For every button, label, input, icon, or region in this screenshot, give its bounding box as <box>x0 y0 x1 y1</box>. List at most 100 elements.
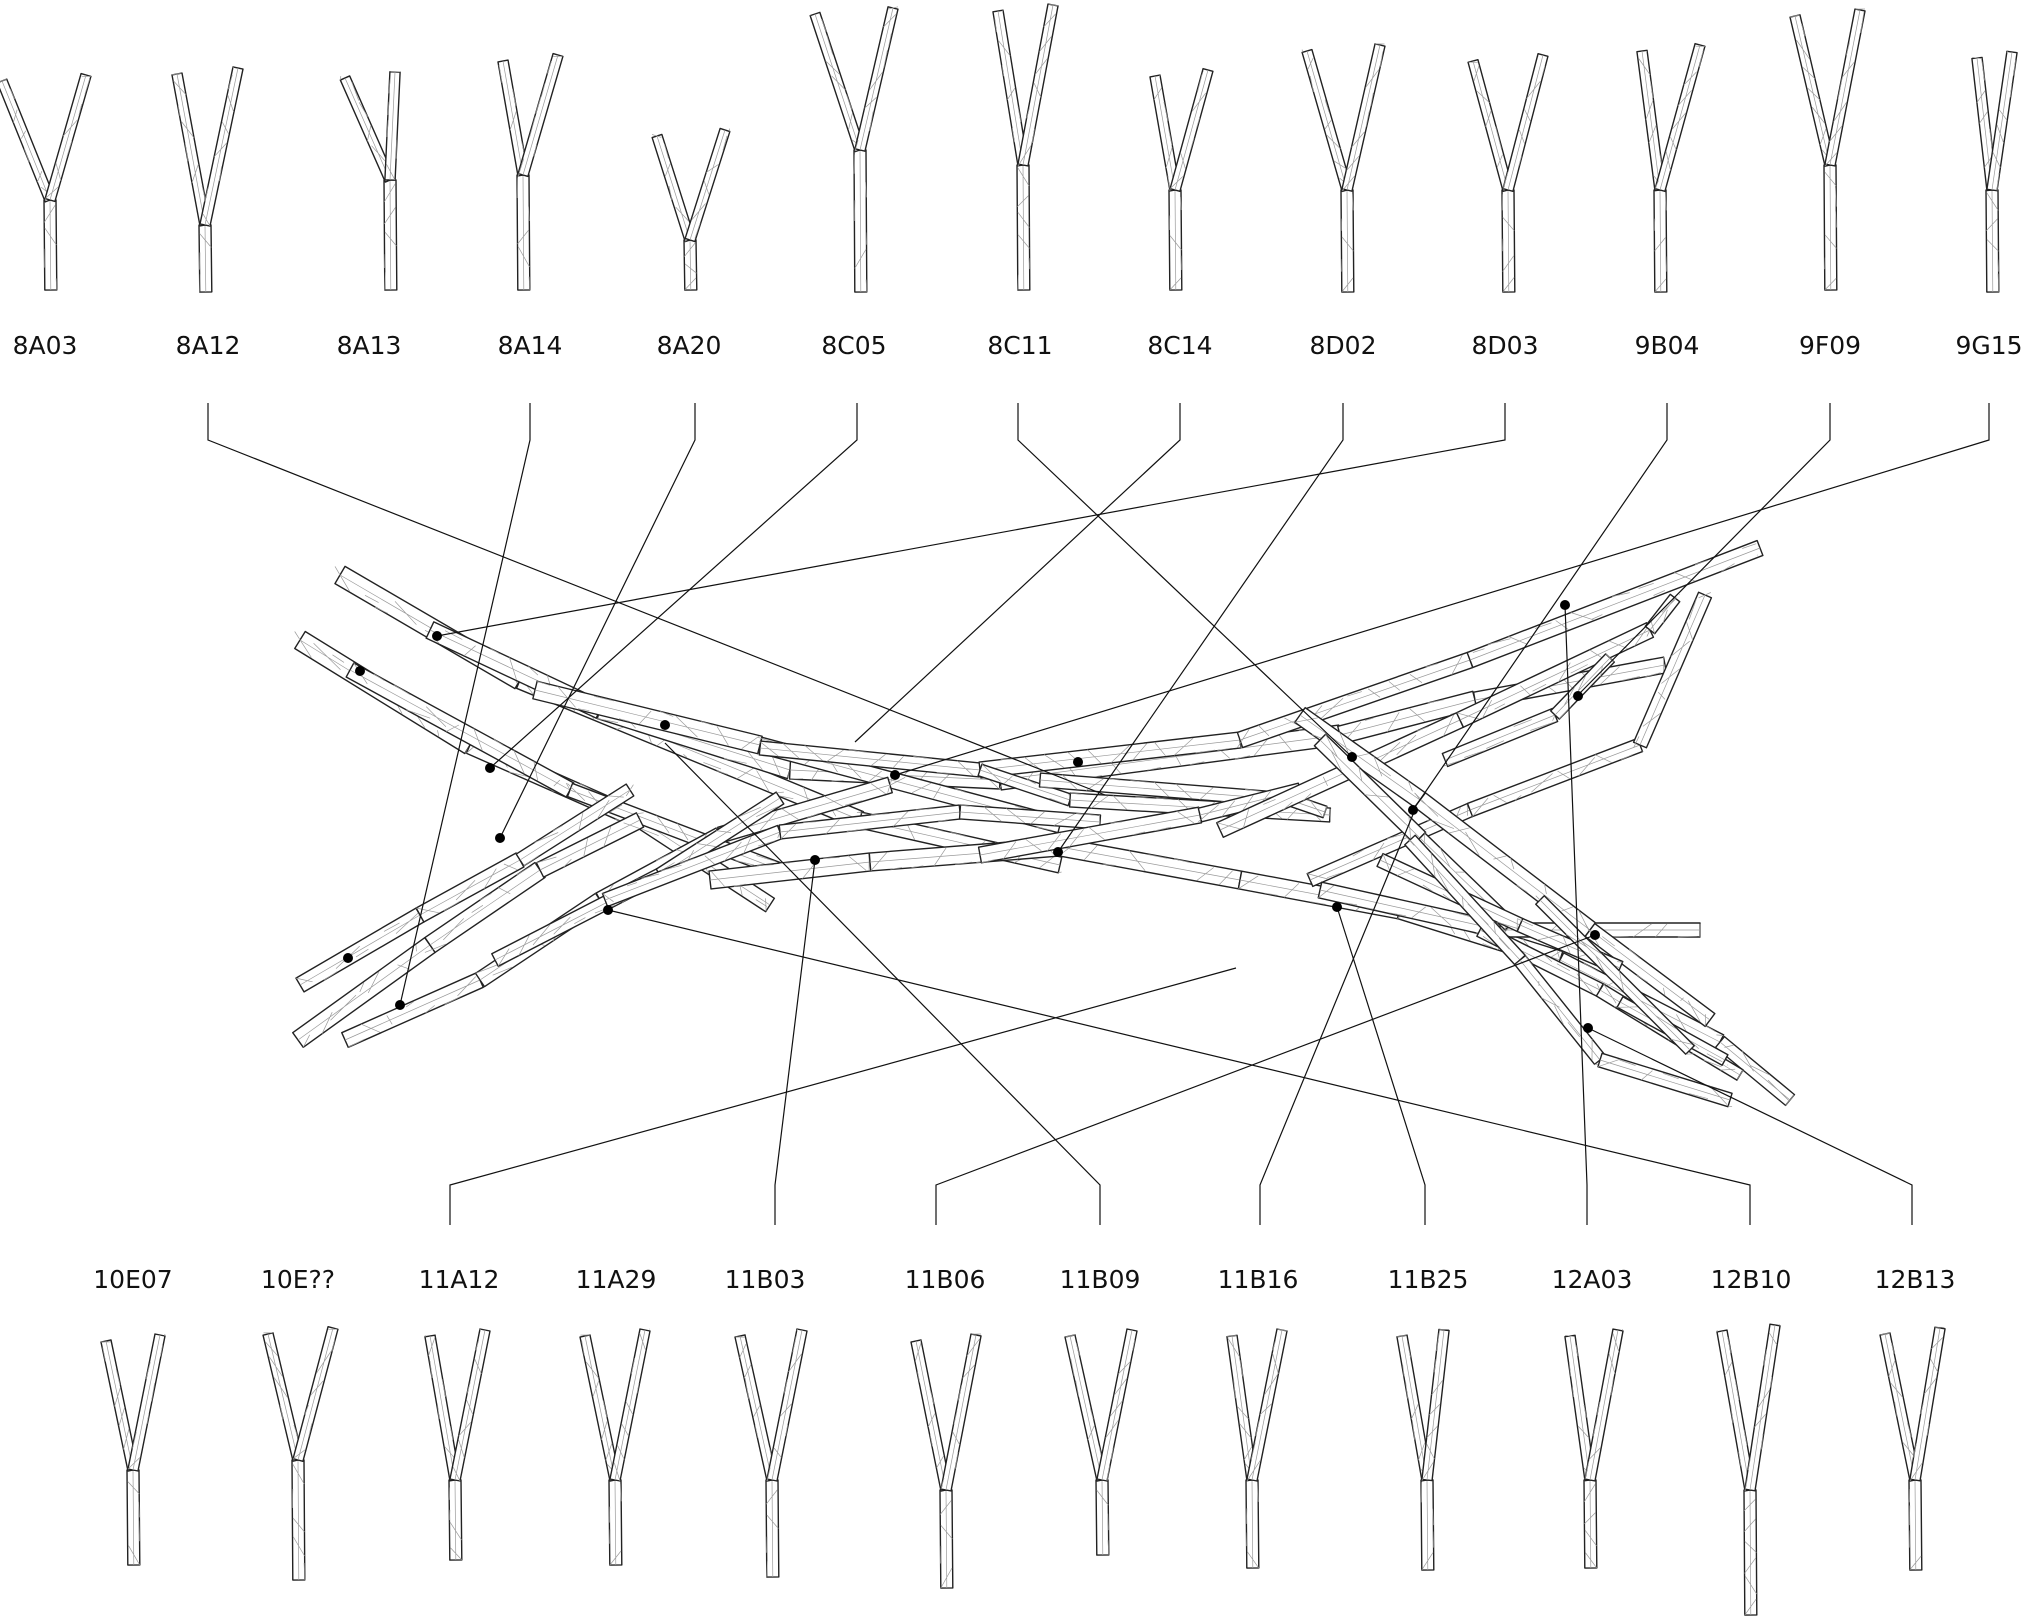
connection-dot <box>603 905 613 915</box>
label-11B09: 11B09 <box>1060 1265 1141 1294</box>
fork-stem <box>383 179 398 291</box>
branch-icon <box>579 1328 651 1566</box>
leader-line <box>1412 403 1668 811</box>
assembly-branch-segment <box>1466 737 1644 818</box>
label-11A29: 11A29 <box>576 1265 657 1294</box>
branch-icon <box>497 52 564 291</box>
assembly-branch-segment <box>1535 895 1695 1055</box>
connection-dot <box>810 855 820 865</box>
assembly-branch-segment <box>1597 1052 1733 1108</box>
fork-arm-right <box>1502 53 1549 192</box>
leader-line <box>774 859 816 1225</box>
fork-stem <box>1985 189 2000 293</box>
fork-arm-right <box>940 1333 982 1492</box>
top-branch-row <box>0 3 2018 293</box>
leader-line <box>894 403 1990 776</box>
fork-stem <box>43 199 58 291</box>
branch-icon <box>1636 42 1706 293</box>
branch-icon <box>1716 1323 1781 1616</box>
label-9F09: 9F09 <box>1799 331 1861 360</box>
fork-stem <box>1501 189 1516 293</box>
leader-line <box>1017 403 1353 758</box>
fork-stem <box>1823 164 1838 291</box>
fork-stem <box>853 149 868 293</box>
label-8C05: 8C05 <box>821 331 886 360</box>
branch-icon <box>910 1333 982 1589</box>
leader-line <box>1564 604 1588 1225</box>
fork-arm-right <box>1169 67 1214 193</box>
leader-line <box>935 934 1596 1225</box>
fork-arm-left <box>0 78 56 203</box>
assembly-branch-segment <box>1714 1035 1796 1107</box>
branch-icon <box>1301 43 1386 293</box>
leader-line <box>1576 403 1831 697</box>
assembly-branch-segment <box>295 907 425 993</box>
branch-icon <box>1564 1328 1624 1569</box>
leader-line <box>499 403 696 839</box>
label-9G15: 9G15 <box>1955 331 2022 360</box>
fork-arm-right <box>1986 50 2018 192</box>
connection-dot <box>432 631 442 641</box>
branch-icon <box>1971 50 2018 293</box>
fork-arm-right <box>1096 1328 1138 1482</box>
label-10E07: 10E07 <box>93 1265 172 1294</box>
branch-icon <box>1789 8 1866 291</box>
label-8A03: 8A03 <box>13 331 78 360</box>
fork-stem <box>683 239 698 291</box>
fork-stem <box>1908 1479 1923 1571</box>
assembly-branch-segment <box>1632 591 1713 749</box>
fork-arm-right <box>1909 1326 1946 1482</box>
fork-arm-right <box>1341 43 1386 192</box>
connection-dot <box>890 770 900 780</box>
branch-icon <box>1149 67 1214 291</box>
fork-arm-right <box>1584 1328 1624 1482</box>
connection-dot <box>485 763 495 773</box>
branch-icon <box>1396 1328 1450 1571</box>
fork-stem <box>1245 1479 1260 1569</box>
label-8D03: 8D03 <box>1472 331 1539 360</box>
fork-stem <box>1095 1479 1110 1556</box>
connection-dot <box>395 1000 405 1010</box>
assembly-branch-segment <box>778 804 962 840</box>
fork-stem <box>291 1459 306 1581</box>
branch-icon <box>1879 1326 1946 1571</box>
branch-icon <box>734 1328 808 1578</box>
label-8D02: 8D02 <box>1310 331 1377 360</box>
fork-stem <box>939 1489 954 1589</box>
fork-arm-right <box>384 71 401 181</box>
label-10E-unknown: 10E?? <box>261 1265 335 1294</box>
fork-stem <box>1653 189 1668 293</box>
connection-dot <box>343 953 353 963</box>
fork-arm-right <box>1017 3 1059 167</box>
connection-dots <box>343 600 1600 1033</box>
fork-stem <box>1016 164 1031 291</box>
label-12B13: 12B13 <box>1875 1265 1956 1294</box>
connection-dot <box>660 720 670 730</box>
branch-icon <box>262 1325 339 1581</box>
leader-line <box>854 403 1181 743</box>
connection-dot <box>1073 757 1083 767</box>
leader-line <box>399 403 531 1006</box>
label-8A14: 8A14 <box>498 331 563 360</box>
label-11B03: 11B03 <box>725 1265 806 1294</box>
leader-lines <box>207 403 1990 1225</box>
leader-line <box>1259 811 1415 1225</box>
label-8C14: 8C14 <box>1147 331 1212 360</box>
branch-icon <box>339 71 401 291</box>
branch-icon <box>809 6 899 293</box>
leader-line <box>449 967 1237 1225</box>
fork-stem <box>1583 1479 1598 1569</box>
fork-arm-right <box>1654 42 1706 193</box>
branch-icon <box>171 66 244 293</box>
fork-stem <box>1743 1489 1758 1616</box>
branch-icon <box>424 1328 491 1561</box>
fork-arm-right <box>449 1328 491 1482</box>
leader-line <box>1336 906 1426 1225</box>
label-11B16: 11B16 <box>1218 1265 1299 1294</box>
label-12B10: 12B10 <box>1711 1265 1792 1294</box>
connection-dot <box>355 666 365 676</box>
assembly-branch-segment <box>515 783 635 867</box>
leader-line <box>1057 403 1344 853</box>
branch-icon <box>1226 1328 1288 1569</box>
